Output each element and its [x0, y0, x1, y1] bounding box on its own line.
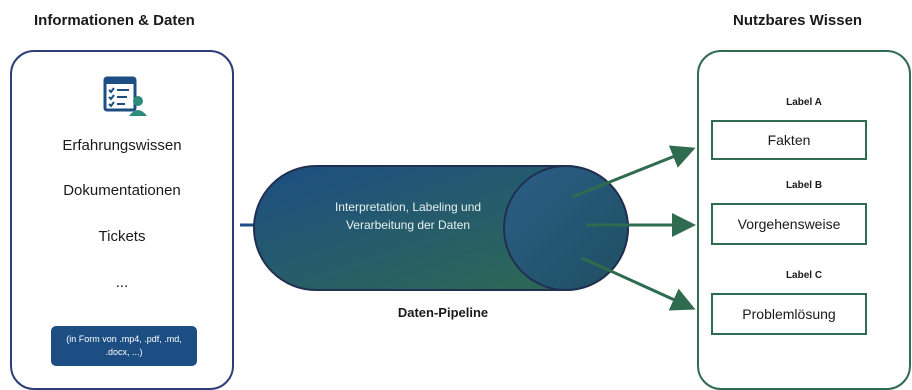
label-a-box: Fakten [711, 120, 867, 160]
label-b-title: Label B [785, 180, 823, 191]
label-a-content: Fakten [767, 132, 811, 148]
pipeline-end-cap [503, 165, 629, 291]
source-item-more: ... [115, 274, 129, 291]
output-arrow-a [571, 145, 696, 199]
format-badge: (in Form von .mp4, .pdf, .md, .docx, ...… [51, 326, 197, 366]
pipeline-text: Interpretation, Labeling und Verarbeitun… [334, 200, 482, 232]
output-arrow-c [581, 256, 696, 311]
pipeline-caption: Daten-Pipeline [397, 305, 489, 320]
label-c-box: Problemlösung [711, 293, 867, 335]
checklist-user-icon [101, 75, 149, 119]
label-c-title: Label C [785, 270, 823, 281]
left-heading: Informationen & Daten [34, 12, 195, 29]
format-note: (in Form von .mp4, .pdf, .md, .docx, ...… [66, 334, 182, 357]
label-c-content: Problemlösung [742, 306, 836, 322]
label-b-box: Vorgehensweise [711, 203, 867, 245]
source-item-dokumentationen: Dokumentationen [63, 182, 181, 199]
label-a-title: Label A [786, 97, 822, 108]
label-b-content: Vorgehensweise [737, 216, 841, 232]
right-heading: Nutzbares Wissen [733, 12, 863, 29]
source-item-erfahrungswissen: Erfahrungswissen [62, 137, 182, 154]
source-item-tickets: Tickets [98, 228, 146, 245]
